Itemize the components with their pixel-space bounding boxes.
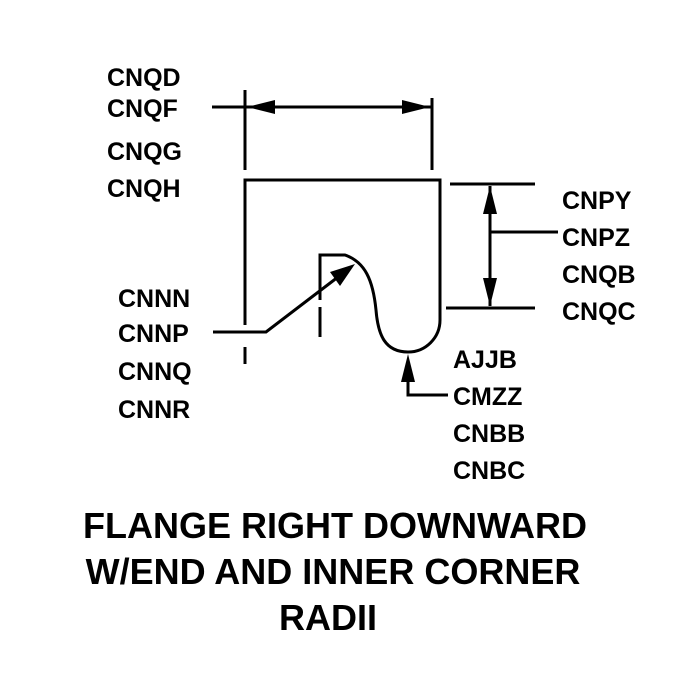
width-labels: CNQD CNQF CNQG CNQH bbox=[107, 64, 182, 203]
left-arrowhead-icon bbox=[247, 100, 275, 114]
height-dimension bbox=[446, 182, 558, 310]
end-radius-leader-line bbox=[406, 370, 448, 397]
inner-corner-leader bbox=[213, 264, 355, 334]
label-cnbb: CNBB bbox=[453, 420, 525, 448]
title-line-2: W/END AND INNER CORNER bbox=[86, 551, 581, 592]
flange-outline bbox=[243, 178, 442, 364]
label-cnnr: CNNR bbox=[118, 396, 190, 424]
flange-profile bbox=[243, 178, 442, 364]
label-cmzz: CMZZ bbox=[453, 383, 522, 411]
inner-corner-arrowhead-icon bbox=[330, 264, 355, 286]
title-line-3: RADII bbox=[279, 597, 377, 638]
end-radius-labels: AJJB CMZZ CNBB CNBC bbox=[453, 346, 525, 485]
label-cnnq: CNNQ bbox=[118, 358, 192, 386]
inner-corner-leader-line bbox=[213, 275, 339, 334]
label-cnnn: CNNN bbox=[118, 285, 190, 313]
label-cnpz: CNPZ bbox=[562, 224, 630, 252]
title-line-1: FLANGE RIGHT DOWNWARD bbox=[83, 505, 587, 546]
down-arrowhead-icon bbox=[483, 278, 497, 306]
label-cnqd: CNQD bbox=[107, 64, 181, 92]
label-cnpy: CNPY bbox=[562, 187, 632, 215]
label-ajjb: AJJB bbox=[453, 346, 517, 374]
end-radius-arrowhead-icon bbox=[401, 354, 415, 382]
right-arrowhead-icon bbox=[402, 100, 430, 114]
height-labels: CNPY CNPZ CNQB CNQC bbox=[562, 187, 636, 326]
label-cnnp: CNNP bbox=[118, 320, 189, 348]
label-cnqh: CNQH bbox=[107, 175, 181, 203]
end-radius-leader bbox=[401, 354, 448, 397]
inner-corner-labels: CNNN CNNP CNNQ CNNR bbox=[118, 285, 192, 424]
width-dimension bbox=[212, 90, 434, 170]
diagram-title: FLANGE RIGHT DOWNWARD W/END AND INNER CO… bbox=[83, 505, 587, 638]
label-cnqc: CNQC bbox=[562, 298, 636, 326]
label-cnqg: CNQG bbox=[107, 138, 182, 166]
label-cnqb: CNQB bbox=[562, 261, 636, 289]
label-cnqf: CNQF bbox=[107, 95, 178, 123]
up-arrowhead-icon bbox=[483, 186, 497, 214]
label-cnbc: CNBC bbox=[453, 457, 525, 485]
